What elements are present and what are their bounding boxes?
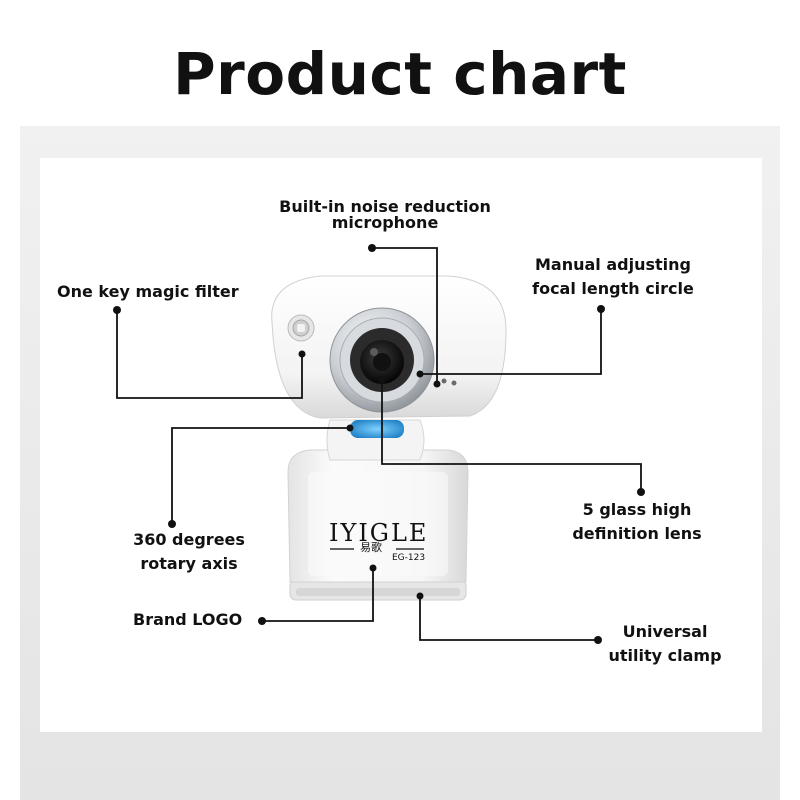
model-number: EG-123 <box>392 553 426 563</box>
callout-rotary-axis-line1: 360 degrees <box>133 530 245 549</box>
callout-magic-filter: One key magic filter <box>57 282 239 301</box>
universal-clamp <box>289 579 467 601</box>
leader-lens <box>381 380 642 492</box>
brand-logo-subtext: 易歌 <box>360 541 382 554</box>
callout-dots <box>113 244 645 644</box>
callout-clamp-line2: utility clamp <box>608 646 722 665</box>
callout-rotary-axis: 360 degrees rotary axis <box>125 529 253 575</box>
callout-focal-ring-line1: Manual adjusting <box>535 255 691 274</box>
leader-brand-logo <box>262 568 374 622</box>
webcam-stand-body <box>287 449 469 583</box>
callout-clamp: Universal utility clamp <box>602 621 728 667</box>
leader-lines <box>116 247 642 641</box>
leader-focal-ring <box>420 309 602 375</box>
brand-logo-text: IYIGLE <box>329 519 429 547</box>
leader-microphone <box>372 247 438 386</box>
callout-microphone: Built-in noise reduction microphone <box>272 196 498 234</box>
page-title: Product chart <box>173 40 627 108</box>
callout-lens-line1: 5 glass high <box>582 500 692 519</box>
leader-rotary-axis <box>171 427 350 524</box>
rotary-axis-neck <box>326 419 425 461</box>
callout-brand-logo: Brand LOGO <box>133 610 243 629</box>
callout-rotary-axis-line2: rotary axis <box>140 554 238 573</box>
callout-microphone-line1: Built-in noise reduction <box>279 197 491 216</box>
leader-clamp <box>419 596 598 641</box>
microphone-holes <box>441 378 447 384</box>
callout-microphone-line2: microphone <box>331 213 439 232</box>
leader-magic-filter <box>116 310 303 399</box>
webcam-head <box>271 275 507 419</box>
callout-clamp-line1: Universal <box>622 622 708 641</box>
blue-indicator-ring <box>350 420 404 438</box>
callout-focal-ring-line2: focal length circle <box>532 279 694 298</box>
callout-lens: 5 glass high definition lens <box>568 499 706 545</box>
callout-focal-ring: Manual adjusting focal length circle <box>530 254 696 300</box>
callout-lens-line2: definition lens <box>572 524 702 543</box>
